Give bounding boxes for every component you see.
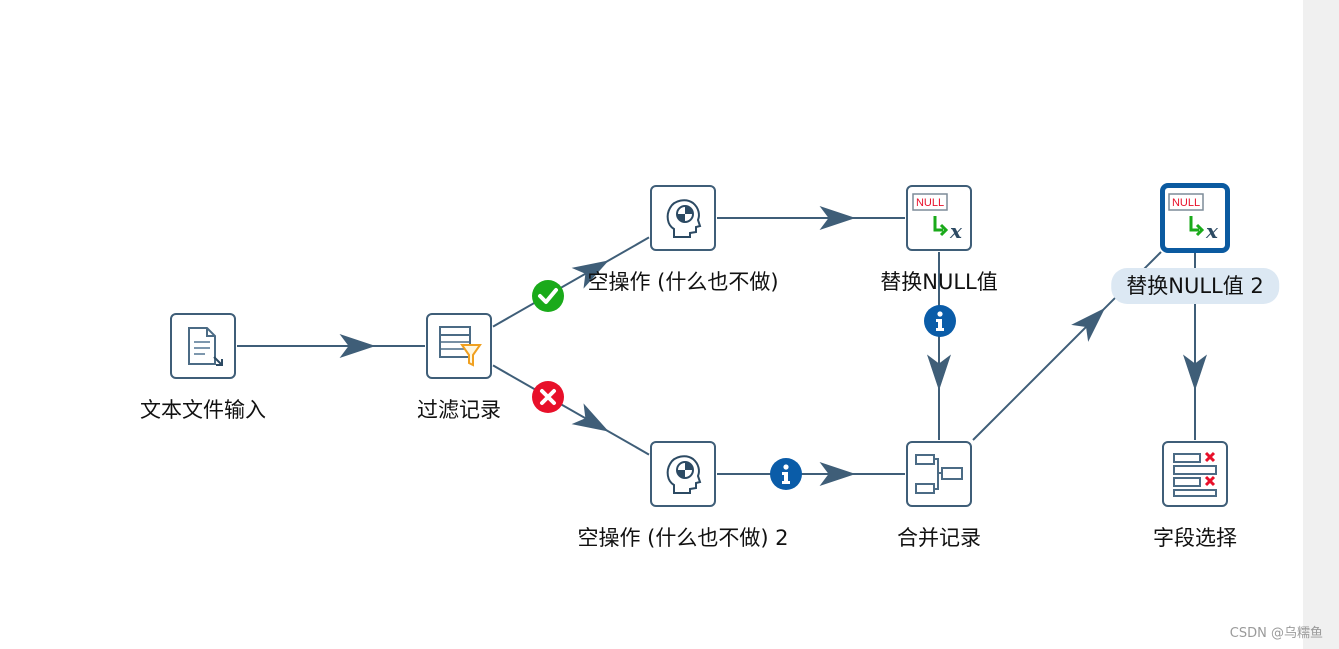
step-label: 文本文件输入 <box>140 398 266 422</box>
hop-arrowhead <box>339 334 376 358</box>
step-label-selected: 替换NULL值 2 <box>1111 268 1279 304</box>
hop-arrowhead <box>819 462 856 486</box>
info-icon <box>924 305 956 337</box>
null-tag: NULL <box>1172 197 1200 209</box>
step-label: 替换NULL值 <box>880 270 998 294</box>
dummy-head-icon <box>666 199 702 238</box>
null-tag: NULL <box>916 197 944 209</box>
step-label: 字段选择 <box>1153 526 1237 550</box>
hop-line[interactable] <box>492 236 650 328</box>
step-merge-rows[interactable] <box>906 441 972 507</box>
transformation-canvas[interactable]: NULL x NULL x <box>0 0 1303 649</box>
hop-arrowhead <box>1183 354 1207 391</box>
step-dummy-2[interactable] <box>650 441 716 507</box>
replace-null-icon: NULL x <box>1168 193 1219 243</box>
step-replace-null-2[interactable]: NULL x <box>1160 183 1230 253</box>
merge-rows-icon <box>915 454 963 494</box>
hop-line[interactable] <box>492 364 650 456</box>
hop-arrowhead <box>927 354 951 391</box>
step-dummy-1[interactable] <box>650 185 716 251</box>
step-label: 合并记录 <box>897 526 981 550</box>
filter-rows-icon <box>439 326 482 367</box>
step-label: 空操作 (什么也不做) 2 <box>577 526 789 550</box>
info-icon <box>770 458 802 490</box>
replace-null-icon: NULL x <box>912 193 963 243</box>
watermark: CSDN @乌糯鱼 <box>1229 626 1323 641</box>
hop-arrowhead <box>1071 307 1106 342</box>
hop-arrowhead <box>571 260 609 289</box>
true-condition-icon <box>532 280 564 312</box>
step-replace-null-1[interactable]: NULL x <box>906 185 972 251</box>
step-label: 空操作 (什么也不做) <box>587 270 779 294</box>
dummy-head-icon <box>666 455 702 494</box>
step-select-values[interactable] <box>1162 441 1228 507</box>
x-symbol: x <box>1205 219 1219 243</box>
false-condition-icon <box>532 381 564 413</box>
vertical-scrollbar[interactable] <box>1303 0 1339 649</box>
x-symbol: x <box>949 219 963 243</box>
select-values-icon <box>1173 451 1217 497</box>
step-text-file-input[interactable] <box>170 313 236 379</box>
hop-arrowhead <box>571 403 609 432</box>
text-file-input-icon <box>188 327 223 366</box>
hop-arrowhead <box>819 206 856 230</box>
step-label: 过滤记录 <box>417 398 501 422</box>
step-filter-rows[interactable] <box>426 313 492 379</box>
